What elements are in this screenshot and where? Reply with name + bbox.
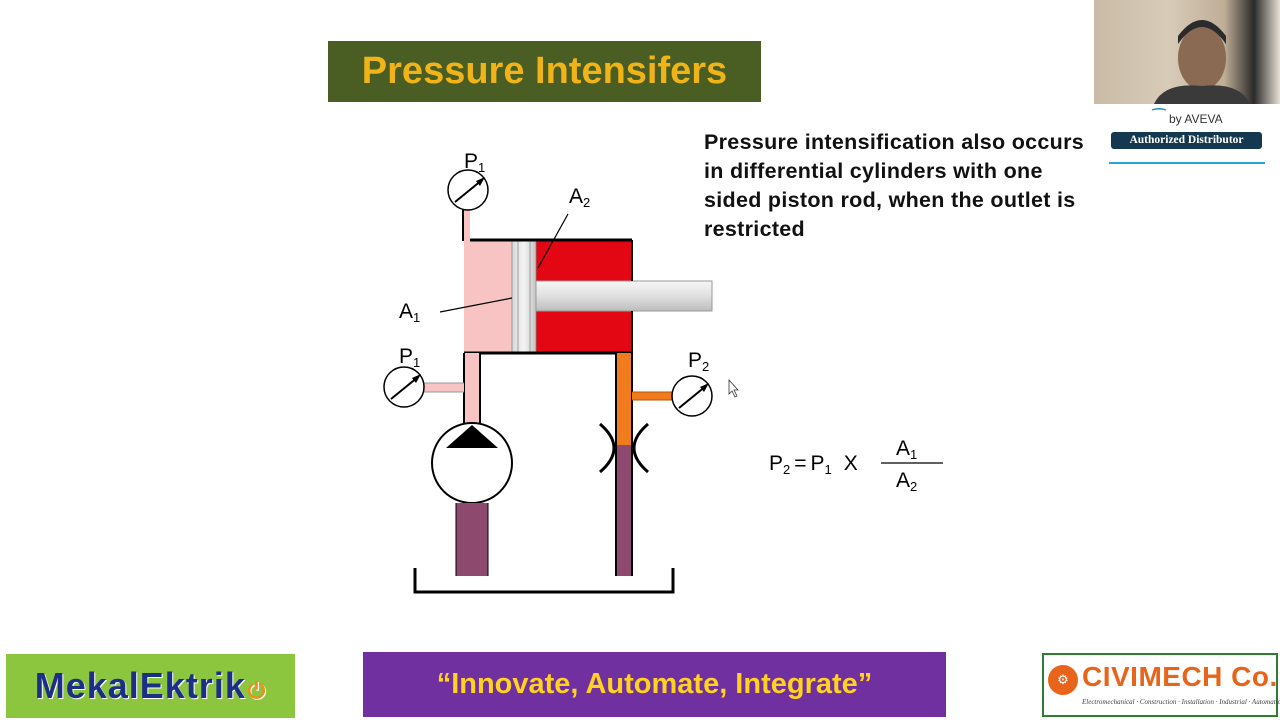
slogan-banner: “Innovate, Automate, Integrate” xyxy=(363,652,946,717)
mekalektrik-logo: MekalEktrik⏻ xyxy=(6,654,295,718)
aveva-prefix: by xyxy=(1168,112,1182,126)
mouse-cursor-icon xyxy=(728,378,739,398)
piston xyxy=(511,240,537,353)
slide-description: Pressure intensification also occurs in … xyxy=(704,130,1085,241)
aveva-swoosh-icon: ⁀ xyxy=(1152,110,1166,127)
aveva-name: AVEVA xyxy=(1184,112,1223,126)
label-a1: A1 xyxy=(399,300,420,325)
piston-rod xyxy=(535,280,713,312)
divider xyxy=(1109,162,1265,164)
slide-title-banner: Pressure Intensifers xyxy=(328,41,761,102)
label-p1-top: P1 xyxy=(464,150,485,175)
civimech-mark-icon: ⚙ xyxy=(1048,665,1078,695)
hydraulic-pump xyxy=(431,422,513,576)
slogan-text: “Innovate, Automate, Integrate” xyxy=(436,668,873,700)
webcam-video-feed xyxy=(1094,0,1280,104)
a1-leader xyxy=(439,297,513,313)
outlet-line xyxy=(615,353,672,576)
label-p2: P2 xyxy=(688,349,709,374)
svg-text:P2=P1X: P2=P1X xyxy=(769,452,858,477)
civimech-logo: ⚙ CIVIMECH Co. Electromechanical · Const… xyxy=(1042,653,1280,717)
pump-pressure-line xyxy=(424,353,481,425)
label-a2: A2 xyxy=(569,185,590,210)
mekalektrik-name: MekalEktrik xyxy=(34,665,246,706)
presenter-silhouette-icon xyxy=(1154,20,1250,104)
flow-restrictor xyxy=(599,422,649,474)
power-icon: ⏻ xyxy=(247,678,267,703)
civimech-tagline: Electromechanical · Construction · Insta… xyxy=(1082,698,1280,706)
slide-title: Pressure Intensifers xyxy=(361,50,728,92)
cap-chamber xyxy=(464,241,512,352)
aveva-logo: ⁀ by AVEVA xyxy=(1110,108,1265,130)
svg-text:A2: A2 xyxy=(896,469,917,494)
civimech-name: CIVIMECH Co. xyxy=(1082,661,1278,692)
authorized-distributor-badge: Authorized Distributor xyxy=(1111,132,1262,149)
cylinder xyxy=(464,238,713,355)
right-pressure-gauge xyxy=(671,375,713,417)
tank xyxy=(413,568,675,594)
left-pressure-gauge xyxy=(383,366,425,408)
a2-leader xyxy=(537,213,569,269)
top-pressure-gauge xyxy=(447,169,489,241)
svg-text:A1: A1 xyxy=(896,437,917,462)
label-p1-left: P1 xyxy=(399,345,420,370)
